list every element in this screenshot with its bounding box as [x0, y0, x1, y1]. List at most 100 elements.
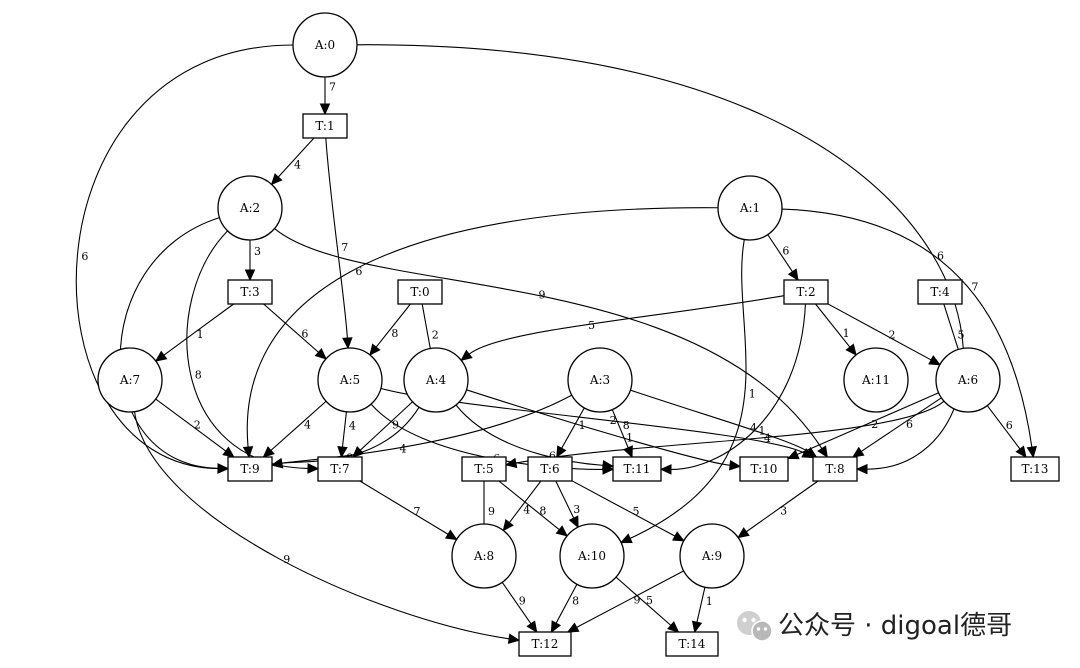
- node-rect: [461, 456, 507, 482]
- node-t5: T:5: [461, 456, 507, 482]
- node-a5: A:5: [317, 347, 383, 413]
- edge-line: [466, 389, 731, 466]
- edge-line: [986, 405, 1021, 450]
- node-label: A:2: [239, 201, 260, 215]
- edge-weight-label: 6: [81, 250, 88, 263]
- node-label: A:8: [473, 549, 494, 563]
- node-label: A:7: [119, 373, 140, 387]
- node-circle: [217, 175, 283, 241]
- edge-weight-label: 5: [958, 329, 965, 342]
- edge-line: [745, 480, 819, 533]
- arrowhead: [855, 463, 868, 475]
- node-circle: [403, 347, 469, 413]
- node-a3: A:3: [567, 347, 633, 413]
- node-label: T:12: [532, 637, 559, 651]
- edge-a3-t8: 4: [630, 389, 818, 458]
- edge-t8-a9: 3: [737, 480, 819, 539]
- edge-line: [155, 398, 227, 452]
- node-rect: [527, 456, 573, 482]
- node-a1: A:1: [717, 175, 783, 241]
- arrowhead: [337, 445, 348, 459]
- edge-weight-label: 5: [588, 319, 595, 332]
- node-t8: T:8: [812, 456, 858, 482]
- node-t4: T:4: [917, 279, 963, 305]
- arrowhead: [217, 463, 230, 474]
- edge-line: [341, 411, 347, 448]
- edge-line: [571, 480, 676, 537]
- node-circle: [97, 347, 163, 413]
- node-t0: T:0: [397, 279, 443, 305]
- arrowhead: [845, 343, 857, 356]
- edge-t0-a5: 8: [369, 303, 411, 356]
- arrowhead: [342, 337, 353, 350]
- edge-line: [263, 303, 319, 353]
- edge-weight-label: 8: [195, 369, 202, 382]
- arrowhead: [242, 446, 254, 459]
- edge-weight-label: 2: [871, 418, 878, 431]
- node-label: T:13: [1022, 462, 1049, 476]
- node-t3: T:3: [227, 279, 273, 305]
- edge-weight-label: 4: [523, 503, 530, 516]
- node-circle: [451, 523, 517, 589]
- node-t7: T:7: [317, 456, 363, 482]
- node-rect: [812, 456, 858, 482]
- edge-line: [508, 480, 542, 524]
- node-circle: [679, 523, 745, 589]
- node-label: T:6: [540, 462, 559, 476]
- arrowhead: [851, 446, 865, 458]
- node-label: T:3: [240, 285, 259, 299]
- edge-a5-t7: 4: [337, 411, 356, 459]
- node-t11: T:11: [612, 456, 662, 482]
- node-label: T:10: [751, 462, 778, 476]
- node-t13: T:13: [1010, 456, 1060, 482]
- edge-a2-t9: 7: [119, 217, 230, 474]
- edge-weight-label: 9: [634, 593, 641, 606]
- arrowhead: [307, 463, 320, 474]
- node-label: T:0: [410, 285, 429, 299]
- edge-a0-t8: 6: [356, 44, 964, 475]
- arrowhead: [504, 457, 518, 469]
- node-label: A:10: [577, 549, 606, 563]
- edge-weight-label: 7: [413, 505, 420, 518]
- edge-weight-label: 1: [759, 424, 766, 437]
- edge-line: [860, 397, 942, 452]
- edge-weight-label: 2: [194, 418, 201, 431]
- edge-weight-label: 6: [355, 265, 362, 278]
- node-a7: A:7: [97, 347, 163, 413]
- node-t1: T:1: [302, 113, 348, 139]
- edge-weight-label: 1: [626, 432, 633, 445]
- edge-line: [629, 239, 747, 539]
- edge-line: [359, 401, 413, 451]
- edge-weight-label: 9: [519, 594, 526, 607]
- edge-weight-label: 4: [399, 443, 406, 456]
- edge-line: [501, 581, 532, 625]
- arrowhead: [601, 460, 615, 471]
- edge-line: [696, 586, 706, 623]
- node-label: T:14: [679, 637, 706, 651]
- node-rect: [397, 279, 443, 305]
- edge-t2-a4: 5: [460, 295, 785, 362]
- edge-line: [630, 389, 809, 453]
- edge-a1-t2: 6: [767, 234, 799, 282]
- edge-line: [375, 303, 411, 348]
- edge-a1-t13: 7: [781, 208, 1037, 459]
- node-label: T:5: [474, 462, 493, 476]
- edge-t6-a9: 5: [571, 480, 685, 542]
- edge-a6-t10: 2: [786, 392, 939, 460]
- edge-weight-label: 4: [349, 419, 356, 432]
- arrowhead: [270, 173, 283, 186]
- edge-a4-t11: 6: [455, 404, 615, 471]
- edge-weight-label: 9: [283, 553, 290, 566]
- edge-t2-t11: 1: [659, 303, 806, 475]
- arrowhead: [262, 446, 275, 458]
- edge-line: [781, 208, 1033, 448]
- edge-a10-t14: 5: [615, 576, 680, 633]
- edge-weight-label: 1: [197, 328, 204, 341]
- node-label: A:5: [339, 373, 360, 387]
- edge-weight-label: 7: [329, 80, 336, 93]
- node-a0: A:0: [292, 12, 358, 78]
- edge-weight-label: 4: [764, 432, 771, 445]
- edge-weight-label: 9: [539, 289, 546, 302]
- edge-weight-label: 4: [304, 418, 311, 431]
